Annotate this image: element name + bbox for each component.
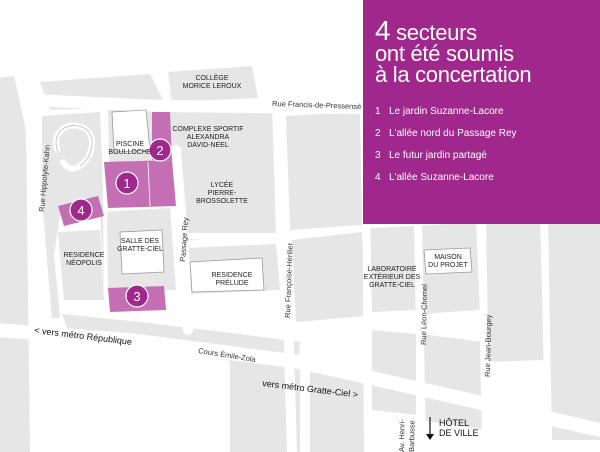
label-neopolis-2: NÉOPOLIS [66, 258, 102, 267]
block-south-b [310, 372, 366, 452]
marker-4-label: 4 [77, 203, 84, 218]
legend-item-label: Le jardin Suzanne-Lacore [389, 106, 504, 117]
legend-item: 2 L'allée nord du Passage Rey [375, 123, 590, 145]
label-neopolis-1: RESIDENCE [64, 252, 105, 259]
block-west [0, 76, 30, 452]
label-salle-1: SALLE DES [121, 238, 159, 245]
label-piscine-2: BOULLOCHE [108, 149, 152, 156]
label-av-barbusse-2: Barbusse [407, 420, 417, 452]
legend-title-line3: à la concertation [375, 62, 532, 87]
label-rue-francis: Rue Francis-de-Pressensé [272, 99, 361, 111]
building-prelude [189, 257, 265, 293]
legend-item-number: 3 [375, 150, 381, 161]
label-lycee-2: PIERRE- [208, 190, 237, 197]
label-rue-chomel: Rue Léon-Chomel [419, 284, 429, 345]
legend-title-line1: secteurs [396, 20, 477, 45]
block-neopolis [58, 230, 104, 300]
legend-item-number: 1 [375, 106, 381, 117]
path-a [102, 108, 108, 302]
label-complexe-3: DAVID-NEEL [187, 142, 229, 149]
label-prelude-1: RESIDENCE [212, 272, 253, 279]
block-college [168, 66, 258, 102]
marker-1-label: 1 [123, 176, 130, 191]
road-bourgey [478, 216, 490, 452]
legend-title-number: 4 [375, 15, 391, 46]
road-herilier [275, 105, 297, 452]
label-maison-1: MAISON [434, 254, 462, 261]
label-labo-2: EXTÉRIEUR DES [364, 272, 421, 281]
label-prelude-2: PRÉLUDE [215, 278, 248, 287]
marker-4[interactable]: 4 [69, 198, 93, 222]
building-salle [119, 229, 165, 275]
label-complexe-2: ALEXANDRA [187, 134, 230, 141]
road-chomel [414, 216, 426, 452]
block-south-d [420, 334, 486, 430]
block-herilier-s [292, 232, 366, 322]
legend-item: 4 L'allée Suzanne-Lacore [375, 167, 590, 189]
label-rue-herilier: Rue Françoise-Hérilier [283, 242, 295, 318]
road-passage-rey [171, 145, 193, 335]
label-lycee-1: LYCÉE [211, 180, 234, 189]
roads [0, 74, 600, 452]
legend-title: 4 secteurs ont été soumis à la concertat… [375, 17, 590, 87]
label-college-1: COLLÈGE [195, 73, 228, 82]
marker-1[interactable]: 1 [115, 171, 139, 195]
building-outlines [111, 109, 473, 293]
legend-item-number: 4 [375, 172, 381, 183]
legend-item-label: L'allée Suzanne-Lacore [389, 172, 494, 183]
block-labo-w [370, 226, 418, 312]
building-maison [423, 247, 473, 275]
label-rue-bourgey: Rue Jean-Bourgey [483, 314, 493, 377]
legend-title-line2: ont été soumis [375, 41, 514, 66]
legend-item-label: Le futur jardin partagé [389, 150, 487, 161]
arrow-head-icon [426, 434, 434, 440]
label-hotel-1: HÔTEL [439, 418, 469, 428]
label-complexe-1: COMPLEXE SPORTIF [172, 126, 243, 133]
label-salle-2: GRATTE-CIEL [117, 246, 163, 253]
block-south-a [230, 360, 300, 452]
label-labo-3: GRATTE-CIEL [369, 282, 415, 289]
block-south-c [372, 330, 416, 415]
block-herilier-n [286, 112, 362, 230]
label-maison-2: DU PROJET [428, 262, 468, 269]
sector-dividers [147, 161, 151, 207]
hotel-de-ville-pointer: HÔTEL DE VILLE [426, 417, 479, 440]
marker-2[interactable]: 2 [148, 138, 172, 162]
block-far-east [548, 214, 600, 440]
legend-panel: 4 secteurs ont été soumis à la concertat… [363, 0, 600, 224]
label-hotel-2: DE VILLE [439, 428, 479, 438]
road-far-east [541, 211, 551, 452]
legend-item: 3 Le futur jardin partagé [375, 145, 590, 167]
label-piscine-1: PISCINE [116, 141, 144, 148]
building-labels: COLLÈGE MORICE LEROUX COMPLEXE SPORTIF A… [64, 73, 469, 289]
block-lycee [168, 104, 276, 240]
legend-item: 1 Le jardin Suzanne-Lacore [375, 101, 590, 123]
marker-3-label: 3 [133, 289, 140, 304]
marker-2-label: 2 [156, 143, 163, 158]
label-labo-1: LABORATOIRE [367, 266, 416, 273]
road-hippolyte [22, 74, 58, 452]
label-av-barbusse-1: Av. Henri- [397, 419, 407, 452]
block-hippolyte [42, 112, 104, 318]
sector-markers: 1 2 3 4 [69, 138, 172, 308]
legend-item-label: L'allée nord du Passage Rey [389, 128, 517, 139]
label-college-2: MORICE LEROUX [183, 83, 242, 90]
road-zola [0, 323, 600, 437]
legend-list: 1 Le jardin Suzanne-Lacore 2 L'allée nord … [375, 101, 590, 189]
label-passage-rey: Passage Rey [178, 217, 190, 262]
block-east [480, 218, 544, 362]
marker-3[interactable]: 3 [125, 284, 149, 308]
legend-item-number: 2 [375, 128, 381, 139]
label-lycee-3: BROSSOLETTE [196, 198, 248, 205]
sector-1-area [104, 160, 176, 208]
